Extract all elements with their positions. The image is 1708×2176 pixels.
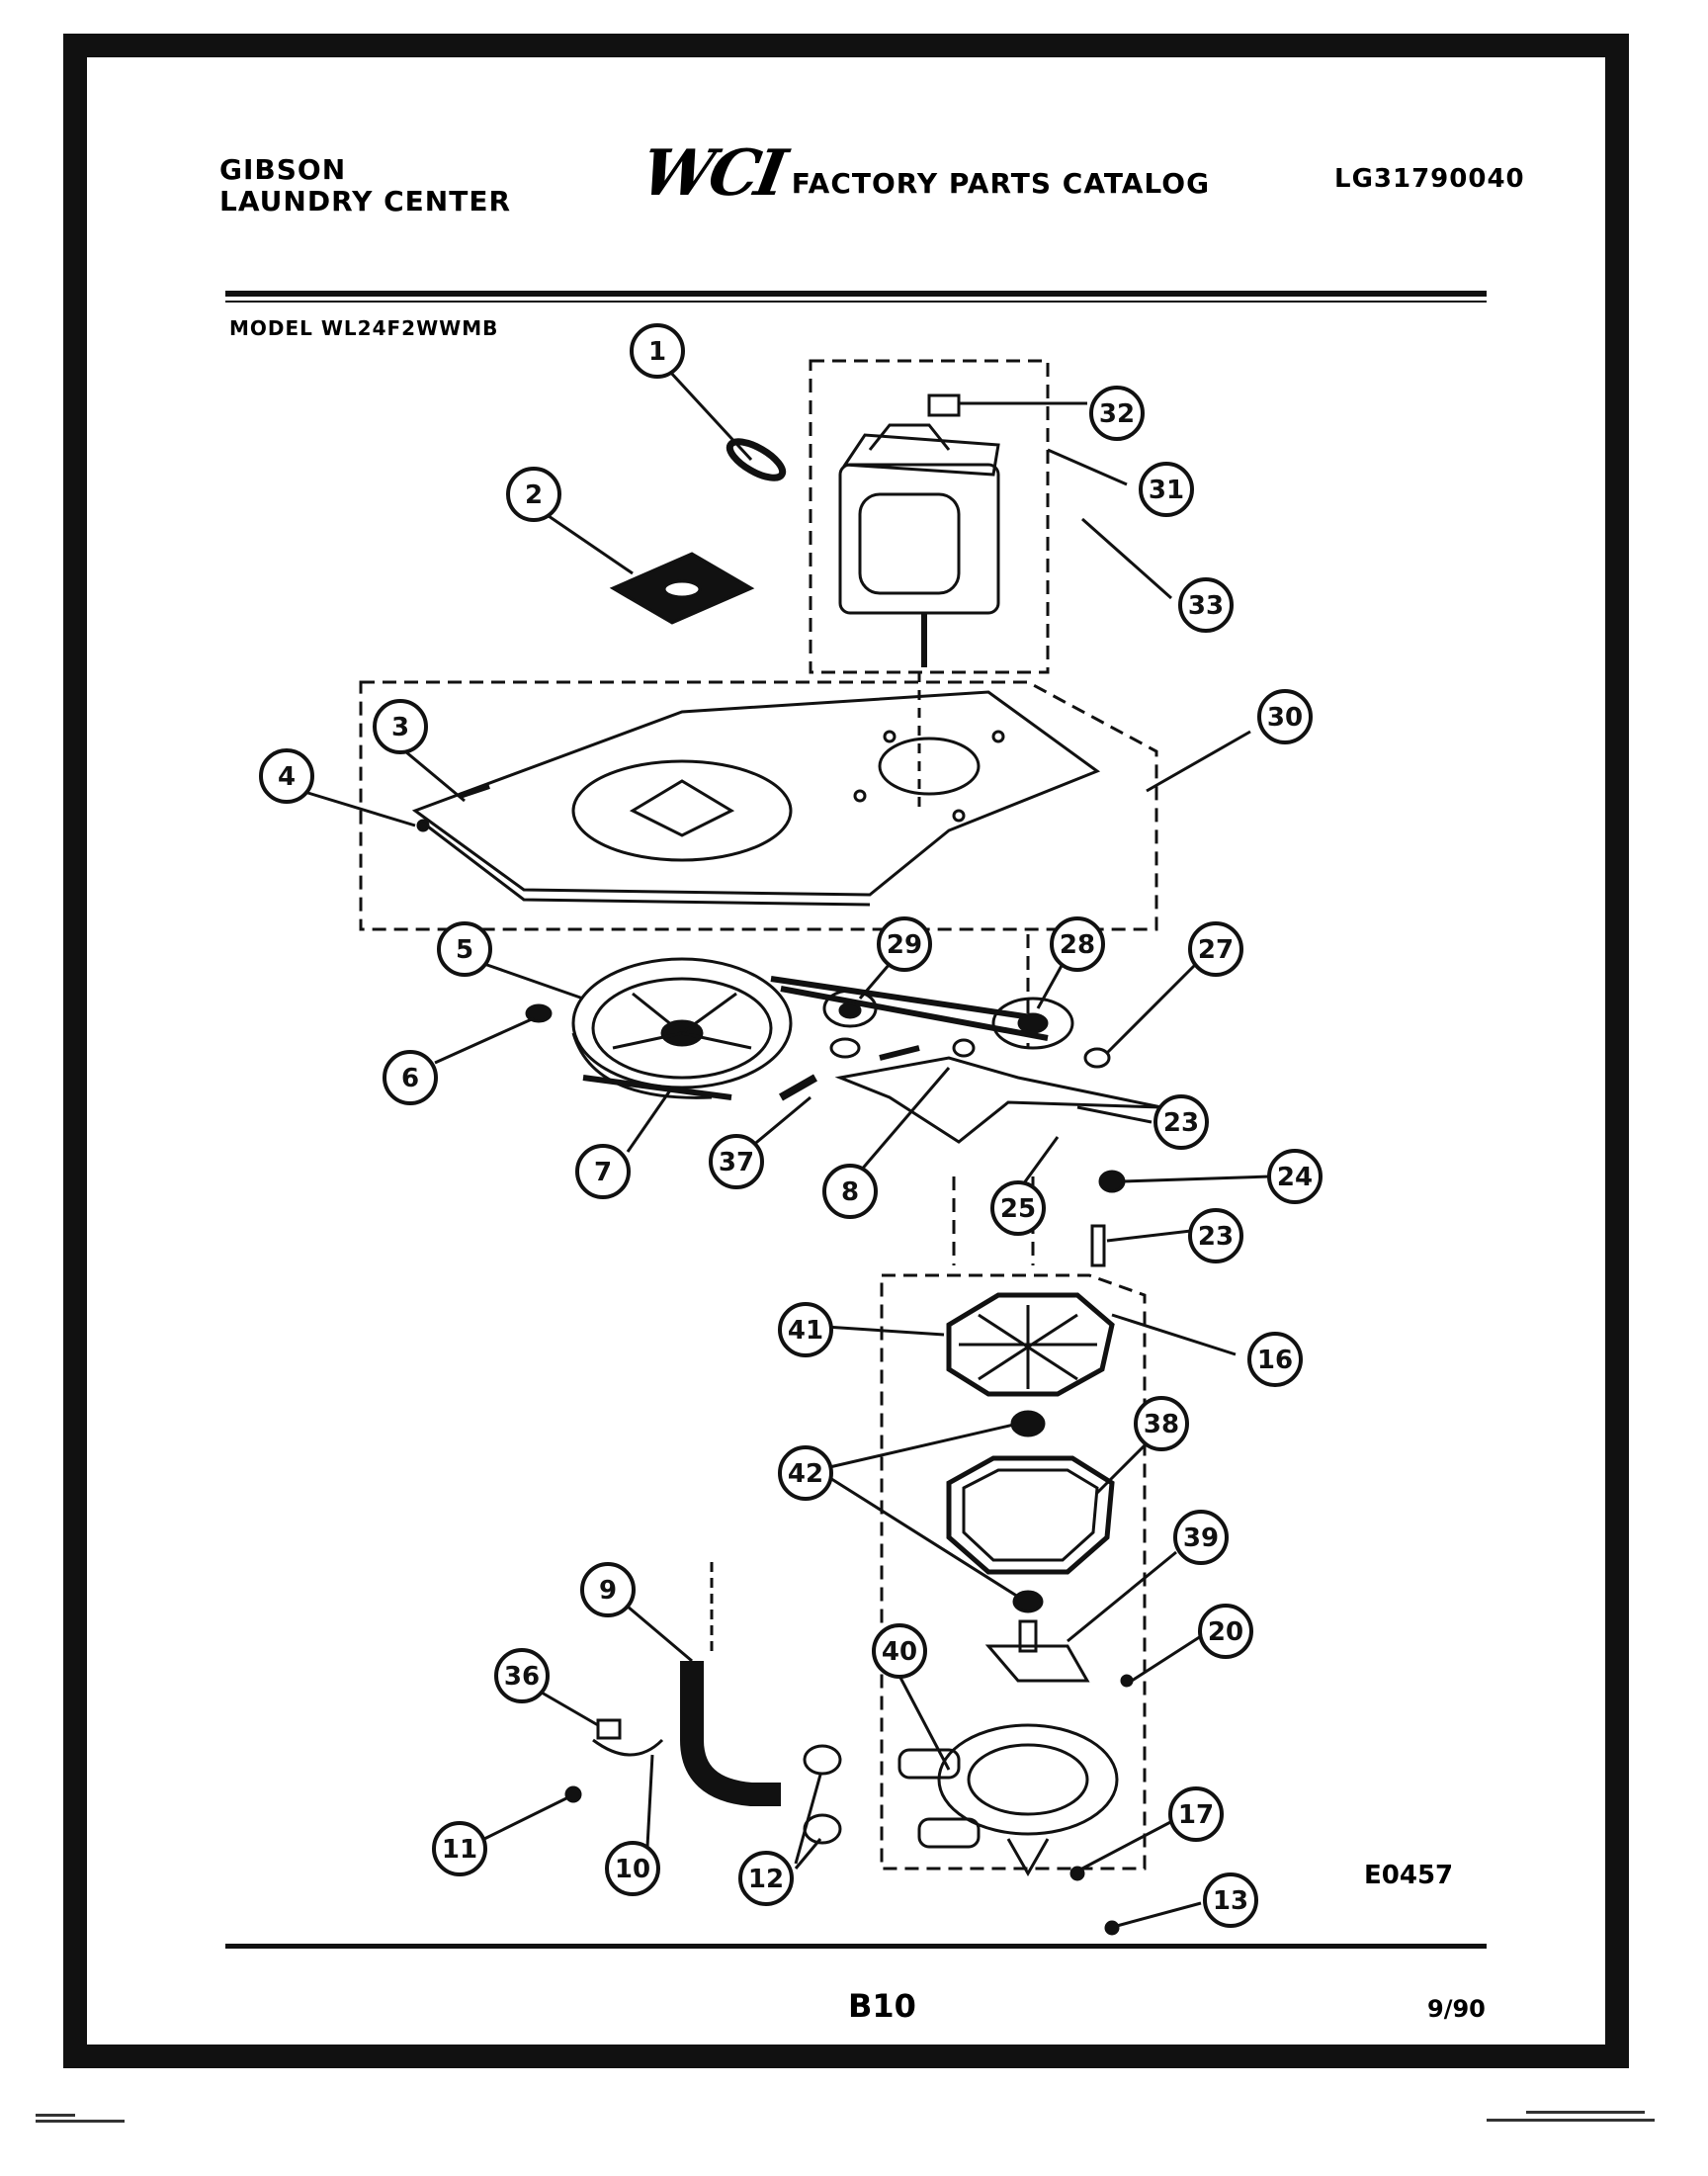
screw-part (416, 819, 430, 832)
base-plate-part (411, 690, 1101, 907)
pin-part (1090, 1224, 1106, 1267)
callout-number: 2 (525, 480, 543, 510)
hose-part (680, 1661, 781, 1806)
callout-number: 16 (1257, 1346, 1293, 1375)
motor-group-box (809, 359, 1050, 674)
callout-number: 31 (1149, 476, 1184, 505)
callout-number: 7 (594, 1158, 612, 1187)
impeller-part (984, 1619, 1090, 1683)
gasket-part (946, 1455, 1115, 1575)
callout-number: 23 (1198, 1222, 1234, 1252)
callout-number: 4 (278, 762, 296, 792)
catalog-header: WCI FACTORY PARTS CATALOG (636, 136, 1211, 211)
pump-housing-part (897, 1723, 1119, 1877)
callout-number: 1 (648, 337, 666, 367)
header-rule (225, 291, 1487, 297)
pulley-part (571, 957, 793, 1099)
callout-number: 12 (748, 1865, 784, 1894)
fine-print-mark-left (36, 2114, 125, 2123)
base-group-box (359, 680, 1158, 931)
callout-number: 33 (1188, 591, 1224, 621)
page-frame (63, 34, 1629, 2068)
callout-number: 30 (1267, 703, 1303, 733)
callout-number: 17 (1178, 1800, 1214, 1830)
callout-number: 25 (1000, 1194, 1036, 1224)
o-ring-part (726, 438, 787, 481)
header-rule-thin (225, 301, 1487, 303)
motor-part (838, 393, 1000, 667)
callout-number: 8 (841, 1177, 859, 1207)
hose-clamp-part (803, 1744, 842, 1845)
catalog-title: FACTORY PARTS CATALOG (791, 166, 1211, 200)
pad-part (609, 552, 755, 625)
callout-number: 20 (1208, 1617, 1243, 1647)
callout-number: 10 (615, 1855, 650, 1884)
catalog-date: 9/90 (1427, 1995, 1486, 2023)
brand-line-1: GIBSON (219, 153, 347, 186)
callout-number: 28 (1060, 930, 1095, 960)
callout-number: 9 (599, 1576, 617, 1606)
fine-print-mark-right (1487, 2111, 1655, 2122)
bracket-part (834, 1038, 1162, 1144)
callout-number: 36 (504, 1662, 540, 1692)
callout-number: 29 (887, 930, 922, 960)
callout-number: 42 (788, 1459, 823, 1489)
callout-number: 41 (788, 1316, 823, 1346)
idler-part (822, 989, 878, 1059)
callout-number: 40 (882, 1637, 917, 1667)
page-number: B10 (848, 1987, 916, 2025)
callout-number: 23 (1163, 1108, 1199, 1138)
callout-number: 24 (1277, 1163, 1313, 1192)
pump-cover-part (946, 1292, 1115, 1397)
spring-part (779, 1074, 817, 1101)
motor-pulley-part (991, 997, 1074, 1050)
drive-belt-part (582, 976, 1049, 1100)
footer-rule (225, 1944, 1487, 1949)
clip-part (1098, 1170, 1126, 1193)
callout-number: 32 (1099, 399, 1135, 429)
callout-number: 6 (401, 1064, 419, 1093)
callout-number: 13 (1213, 1886, 1248, 1916)
pump-group-box (880, 1273, 1147, 1871)
callout-number: 3 (391, 713, 409, 742)
brand-line-2: LAUNDRY CENTER (219, 185, 512, 218)
callout-number: 5 (456, 935, 473, 965)
bracket-clip-part (592, 1718, 664, 1757)
brand-block: GIBSON LAUNDRY CENTER (219, 154, 511, 218)
callout-number: 39 (1183, 1523, 1219, 1553)
callout-number: 11 (442, 1835, 477, 1865)
model-label: MODEL WL24F2WWMB (229, 316, 499, 340)
screw-part-2 (564, 1785, 582, 1803)
nut-part (1083, 1047, 1111, 1069)
catalog-number: LG31790040 (1334, 164, 1525, 194)
diagram-reference-code: E0457 (1364, 1861, 1454, 1890)
callout-number: 27 (1198, 935, 1234, 965)
callout-number: 37 (719, 1148, 754, 1177)
callout-number: 38 (1144, 1410, 1179, 1439)
